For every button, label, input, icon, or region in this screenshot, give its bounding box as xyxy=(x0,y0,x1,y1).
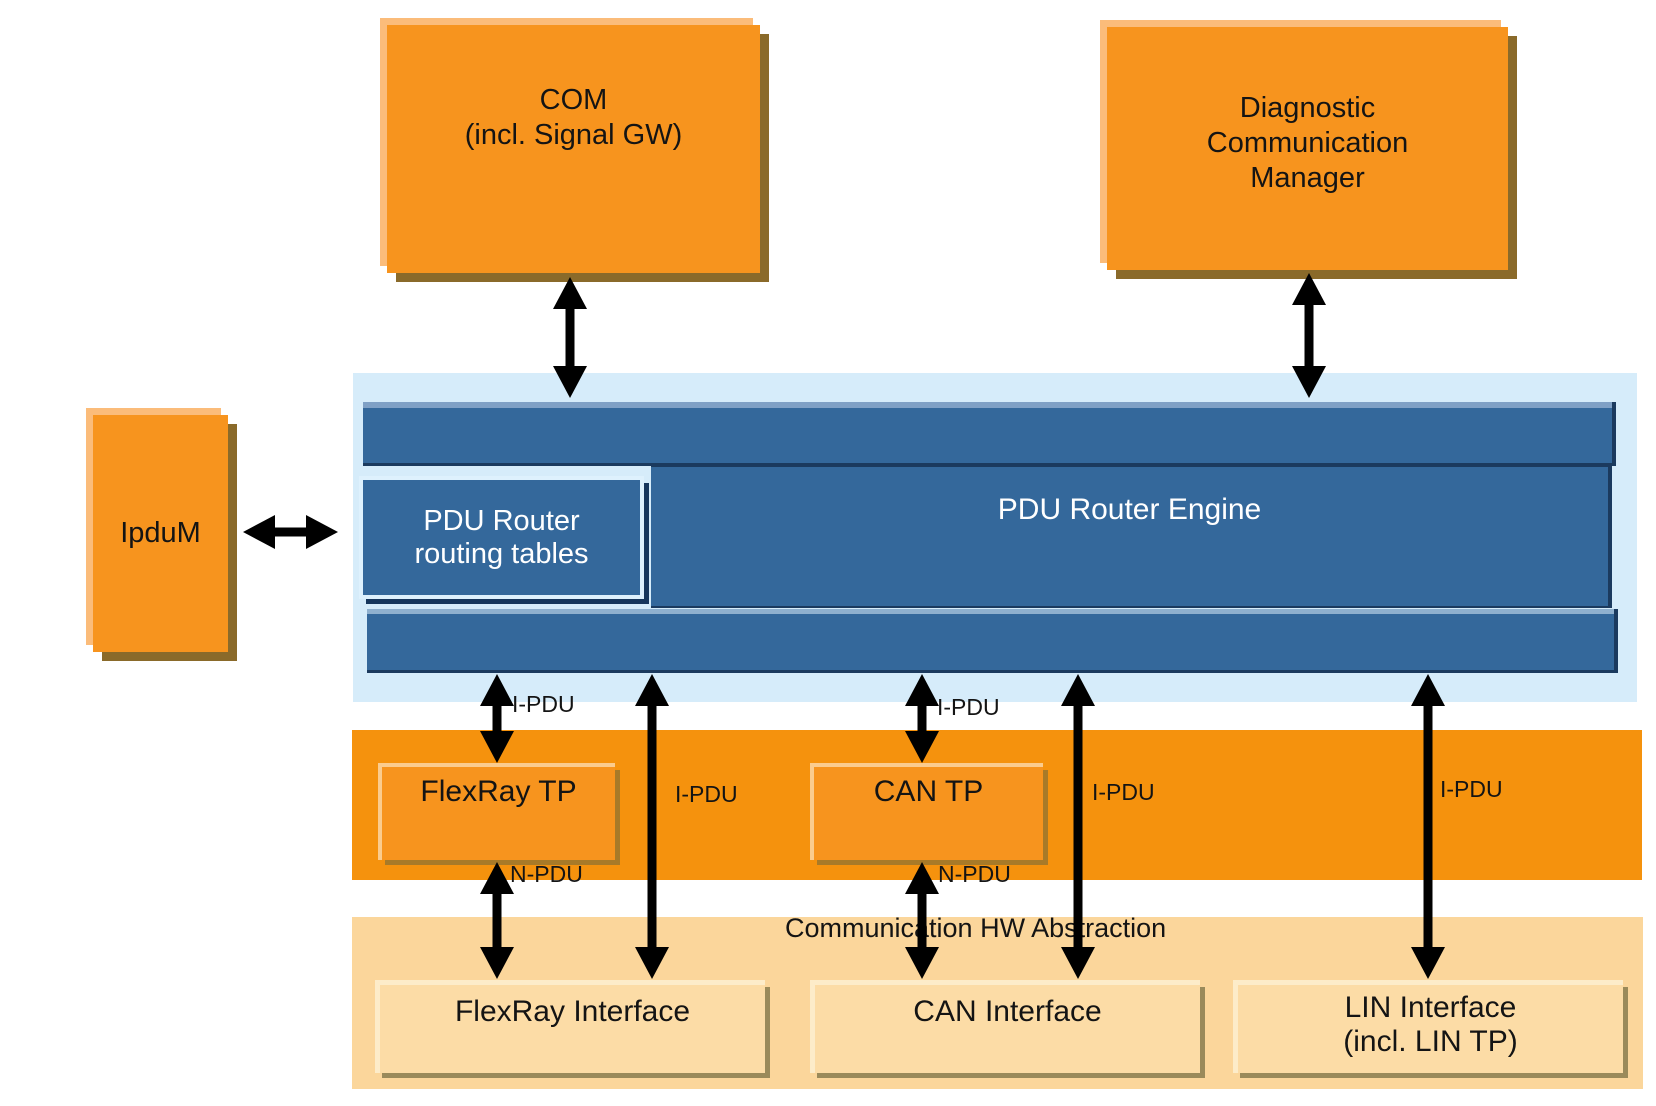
arrow-flexray-tp-interface xyxy=(480,862,514,979)
flexray-tp-label: FlexRay TP xyxy=(420,775,577,808)
arrow-down-icon xyxy=(553,366,587,398)
dcm-label-line1: Diagnostic xyxy=(1239,92,1376,124)
can-tp-box: CAN TP xyxy=(810,763,1043,860)
routing-tables-line2: routing tables xyxy=(414,537,589,570)
dcm-label-line2: Communication xyxy=(1206,127,1409,159)
arrow-ipdum-pdu-router xyxy=(243,515,338,549)
npdu-label-flexray: N-PDU xyxy=(510,861,583,887)
arrow-dcm-pdu-router xyxy=(1292,273,1326,398)
arrow-down-icon xyxy=(905,947,939,979)
dcm-label-line3: Manager xyxy=(1250,162,1365,194)
can-tp-label: CAN TP xyxy=(873,775,984,808)
lin-interface-label-line2: (incl. LIN TP) xyxy=(1343,1025,1518,1058)
npdu-label-can: N-PDU xyxy=(938,861,1011,887)
ipdu-label-flexray-long: I-PDU xyxy=(675,781,738,807)
arrow-router-flexray-interface xyxy=(635,674,669,979)
ipdu-label-flexray-short: I-PDU xyxy=(512,691,575,717)
com-label-line2: (incl. Signal GW) xyxy=(464,119,683,151)
arrow-right-icon xyxy=(306,515,338,549)
arrow-router-lin-interface xyxy=(1411,674,1445,979)
com-box: COM (incl. Signal GW) xyxy=(387,25,760,273)
arrow-router-can-tp xyxy=(905,674,939,763)
com-label-line1: COM xyxy=(539,84,608,116)
arrow-down-icon xyxy=(905,731,939,763)
routing-tables-line1: PDU Router xyxy=(423,504,580,537)
arrow-down-icon xyxy=(1292,366,1326,398)
lin-interface-box: LIN Interface (incl. LIN TP) xyxy=(1233,980,1623,1073)
ipdu-label-lin-long: I-PDU xyxy=(1440,776,1503,802)
flexray-interface-box: FlexRay Interface xyxy=(375,980,765,1073)
ipdum-label: IpduM xyxy=(120,517,201,549)
routing-tables-box: PDU Router routing tables xyxy=(359,476,644,599)
can-interface-label: CAN Interface xyxy=(913,995,1102,1028)
lin-interface-label-line1: LIN Interface xyxy=(1344,991,1517,1024)
arrow-down-icon xyxy=(635,947,669,979)
pdu-router-engine-box: PDU Router Engine xyxy=(651,463,1612,608)
dcm-box: Diagnostic Communication Manager xyxy=(1107,27,1508,270)
flexray-interface-label: FlexRay Interface xyxy=(454,995,691,1028)
arrow-down-icon xyxy=(480,947,514,979)
can-interface-box: CAN Interface xyxy=(810,980,1200,1073)
arrow-router-flexray-tp xyxy=(480,674,514,763)
arrow-down-icon xyxy=(1411,947,1445,979)
hw-abstraction-title: Communication HW Abstraction xyxy=(785,913,1167,943)
ipdu-label-can-short: I-PDU xyxy=(937,694,1000,720)
pdu-router-engine-label: PDU Router Engine xyxy=(997,493,1262,526)
ipdu-label-can-long: I-PDU xyxy=(1092,779,1155,805)
arrow-down-icon xyxy=(1061,947,1095,979)
ipdum-box: IpduM xyxy=(93,415,228,652)
flexray-tp-box: FlexRay TP xyxy=(378,763,615,860)
arrow-router-can-interface xyxy=(1061,674,1095,979)
pdu-router-top-bar xyxy=(363,402,1616,466)
arrow-can-tp-interface xyxy=(905,862,939,979)
arrow-down-icon xyxy=(480,731,514,763)
pdu-router-bottom-bar xyxy=(367,609,1618,673)
arrow-com-pdu-router xyxy=(553,277,587,398)
